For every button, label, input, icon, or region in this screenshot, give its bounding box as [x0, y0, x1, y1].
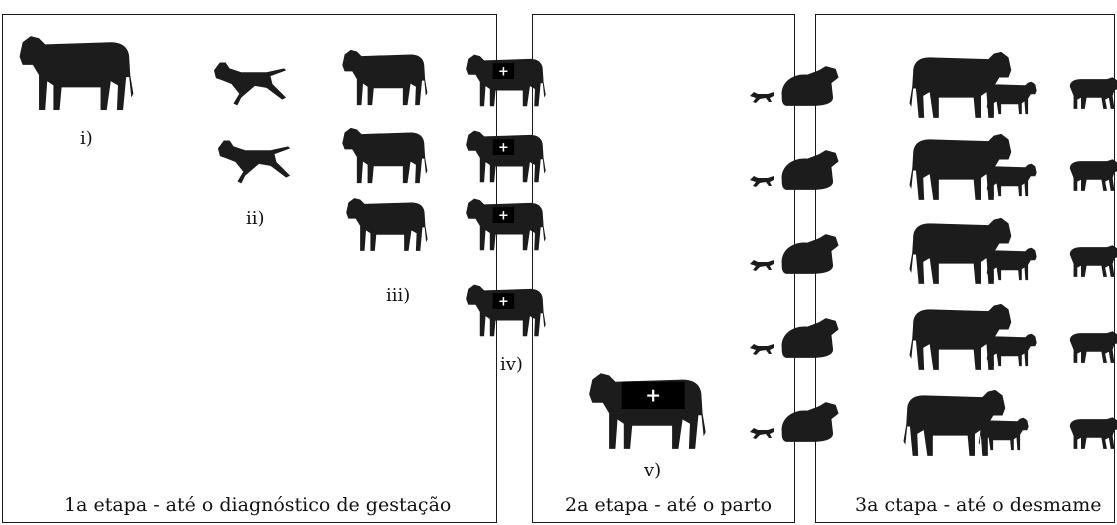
marker-iv: iv) — [500, 354, 523, 375]
weaned-calf-icon — [1069, 245, 1117, 277]
weaned-calf-icon — [1069, 77, 1117, 109]
stage-1-caption: 1a etapa - até o diagnóstico de gestação — [64, 494, 452, 516]
pregnant-heifer-icon: + — [466, 284, 546, 337]
weaned-calf-icon — [1069, 417, 1117, 449]
newborn-calf-icon — [750, 428, 774, 439]
svg-text:+: + — [498, 64, 509, 79]
calf-icon — [984, 74, 1038, 120]
heifer-icon — [342, 127, 428, 184]
stage-1-panel — [2, 14, 497, 523]
svg-text:+: + — [498, 208, 509, 223]
newborn-calf-icon — [750, 92, 774, 103]
weaned-calf-icon — [1069, 331, 1117, 363]
marker-iii: iii) — [386, 285, 411, 306]
pregnant-cow-icon: + — [589, 373, 706, 449]
marker-i: i) — [80, 128, 93, 149]
cow-icon — [19, 36, 134, 110]
newborn-calf-icon — [750, 260, 774, 271]
newborn-calf-icon — [750, 176, 774, 187]
calf-icon — [213, 62, 287, 106]
stage-3-caption: 3a ctapa - até o desmame — [855, 494, 1102, 516]
pregnant-heifer-icon: + — [466, 54, 546, 107]
marker-v: v) — [644, 460, 662, 481]
svg-text:+: + — [498, 294, 509, 309]
calf-icon — [984, 156, 1038, 202]
svg-text:+: + — [498, 140, 509, 155]
heifer-icon — [342, 49, 428, 106]
pregnant-heifer-icon: + — [466, 198, 546, 251]
lying-cow-icon — [781, 318, 839, 358]
calf-icon — [984, 240, 1038, 286]
lying-cow-icon — [781, 66, 839, 106]
weaned-calf-icon — [1069, 159, 1117, 191]
marker-ii: ii) — [246, 208, 265, 229]
calf-icon — [976, 410, 1030, 456]
lying-cow-icon — [781, 234, 839, 274]
svg-text:+: + — [645, 385, 661, 407]
lying-cow-icon — [781, 402, 839, 442]
newborn-calf-icon — [750, 344, 774, 355]
calf-icon — [217, 140, 291, 184]
lying-cow-icon — [781, 150, 839, 190]
calf-icon — [984, 326, 1038, 372]
heifer-icon — [346, 198, 428, 251]
pregnant-heifer-icon: + — [466, 130, 546, 183]
stage-2-caption: 2a etapa - até o parto — [565, 494, 773, 516]
